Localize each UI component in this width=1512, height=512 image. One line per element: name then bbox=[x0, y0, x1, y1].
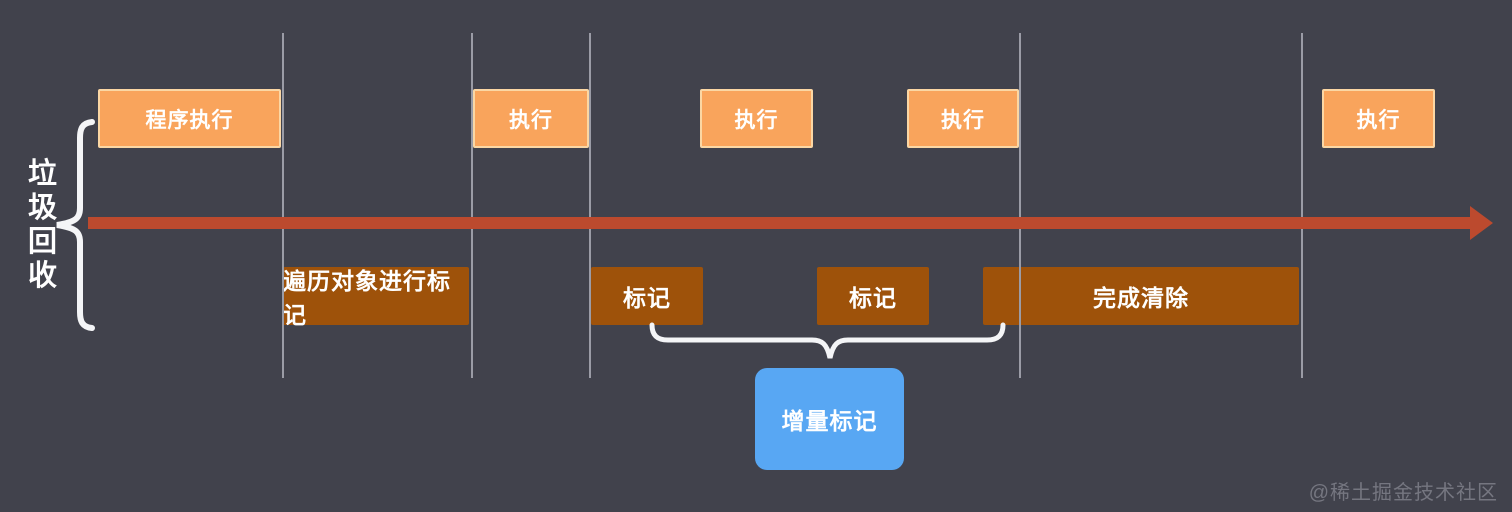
timeline-arrow-line bbox=[88, 217, 1472, 229]
phase-divider-line bbox=[589, 33, 591, 378]
mark-box-sweep-complete: 完成清除 bbox=[983, 267, 1299, 325]
phase-divider-line bbox=[282, 33, 284, 378]
under-brace bbox=[649, 322, 1006, 359]
mark-box: 标记 bbox=[817, 267, 929, 325]
phase-divider-line bbox=[1019, 33, 1021, 378]
execute-box-program: 程序执行 bbox=[98, 89, 281, 148]
execute-box: 执行 bbox=[907, 89, 1019, 148]
watermark-juejin-community: @稀土掘金技术社区 bbox=[1308, 482, 1498, 504]
axis-label-garbage-collection: 垃圾回收 bbox=[27, 158, 57, 292]
timeline-arrow-head bbox=[1470, 206, 1493, 240]
execute-box: 执行 bbox=[473, 89, 589, 148]
phase-divider-line bbox=[471, 33, 473, 378]
callout-incremental-marking: 增量标记 bbox=[755, 368, 904, 470]
mark-box-traverse: 遍历对象进行标记 bbox=[283, 267, 469, 328]
execute-box: 执行 bbox=[700, 89, 813, 148]
execute-box: 执行 bbox=[1322, 89, 1435, 148]
phase-divider-line bbox=[1301, 33, 1303, 378]
mark-box: 标记 bbox=[591, 267, 703, 325]
left-brace bbox=[56, 119, 95, 331]
